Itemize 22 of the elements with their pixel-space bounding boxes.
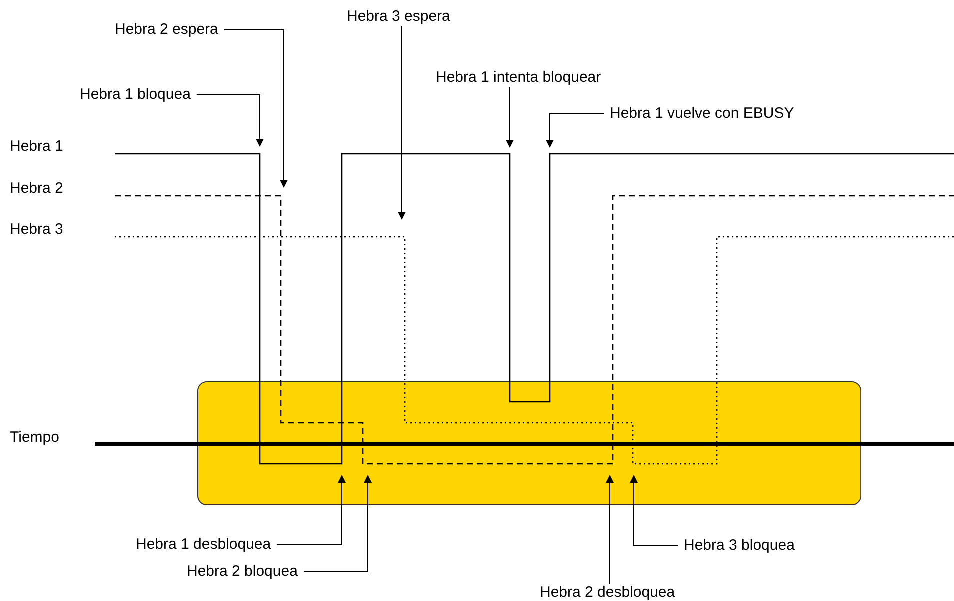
callout-label: Hebra 1 vuelve con EBUSY	[610, 106, 794, 122]
callout-label: Hebra 3 espera	[347, 9, 450, 25]
leader-line	[276, 475, 346, 546]
leader-line	[506, 86, 514, 148]
callout-label: Hebra 3 bloquea	[684, 538, 795, 554]
callout-label: Hebra 2 bloquea	[187, 564, 298, 580]
leader-line	[398, 26, 406, 220]
axis-label: Tiempo	[10, 430, 60, 446]
callout-label: Hebra 1 desbloquea	[136, 537, 272, 553]
leader-line	[224, 30, 288, 188]
callout-label: Hebra 1 intenta bloquear	[436, 70, 602, 86]
leader-line	[606, 475, 614, 584]
leader-line	[546, 114, 604, 148]
callout-label: Hebra 2 espera	[115, 22, 218, 38]
signal-label: Hebra 2	[10, 181, 64, 197]
leader-line	[196, 94, 264, 147]
signal-label: Hebra 1	[10, 139, 64, 155]
leader-line	[303, 475, 372, 572]
callout-label: Hebra 2 desbloquea	[540, 585, 676, 601]
callout-label: Hebra 1 bloquea	[80, 87, 191, 103]
leader-line	[630, 475, 678, 546]
signal-label: Hebra 3	[10, 222, 64, 238]
